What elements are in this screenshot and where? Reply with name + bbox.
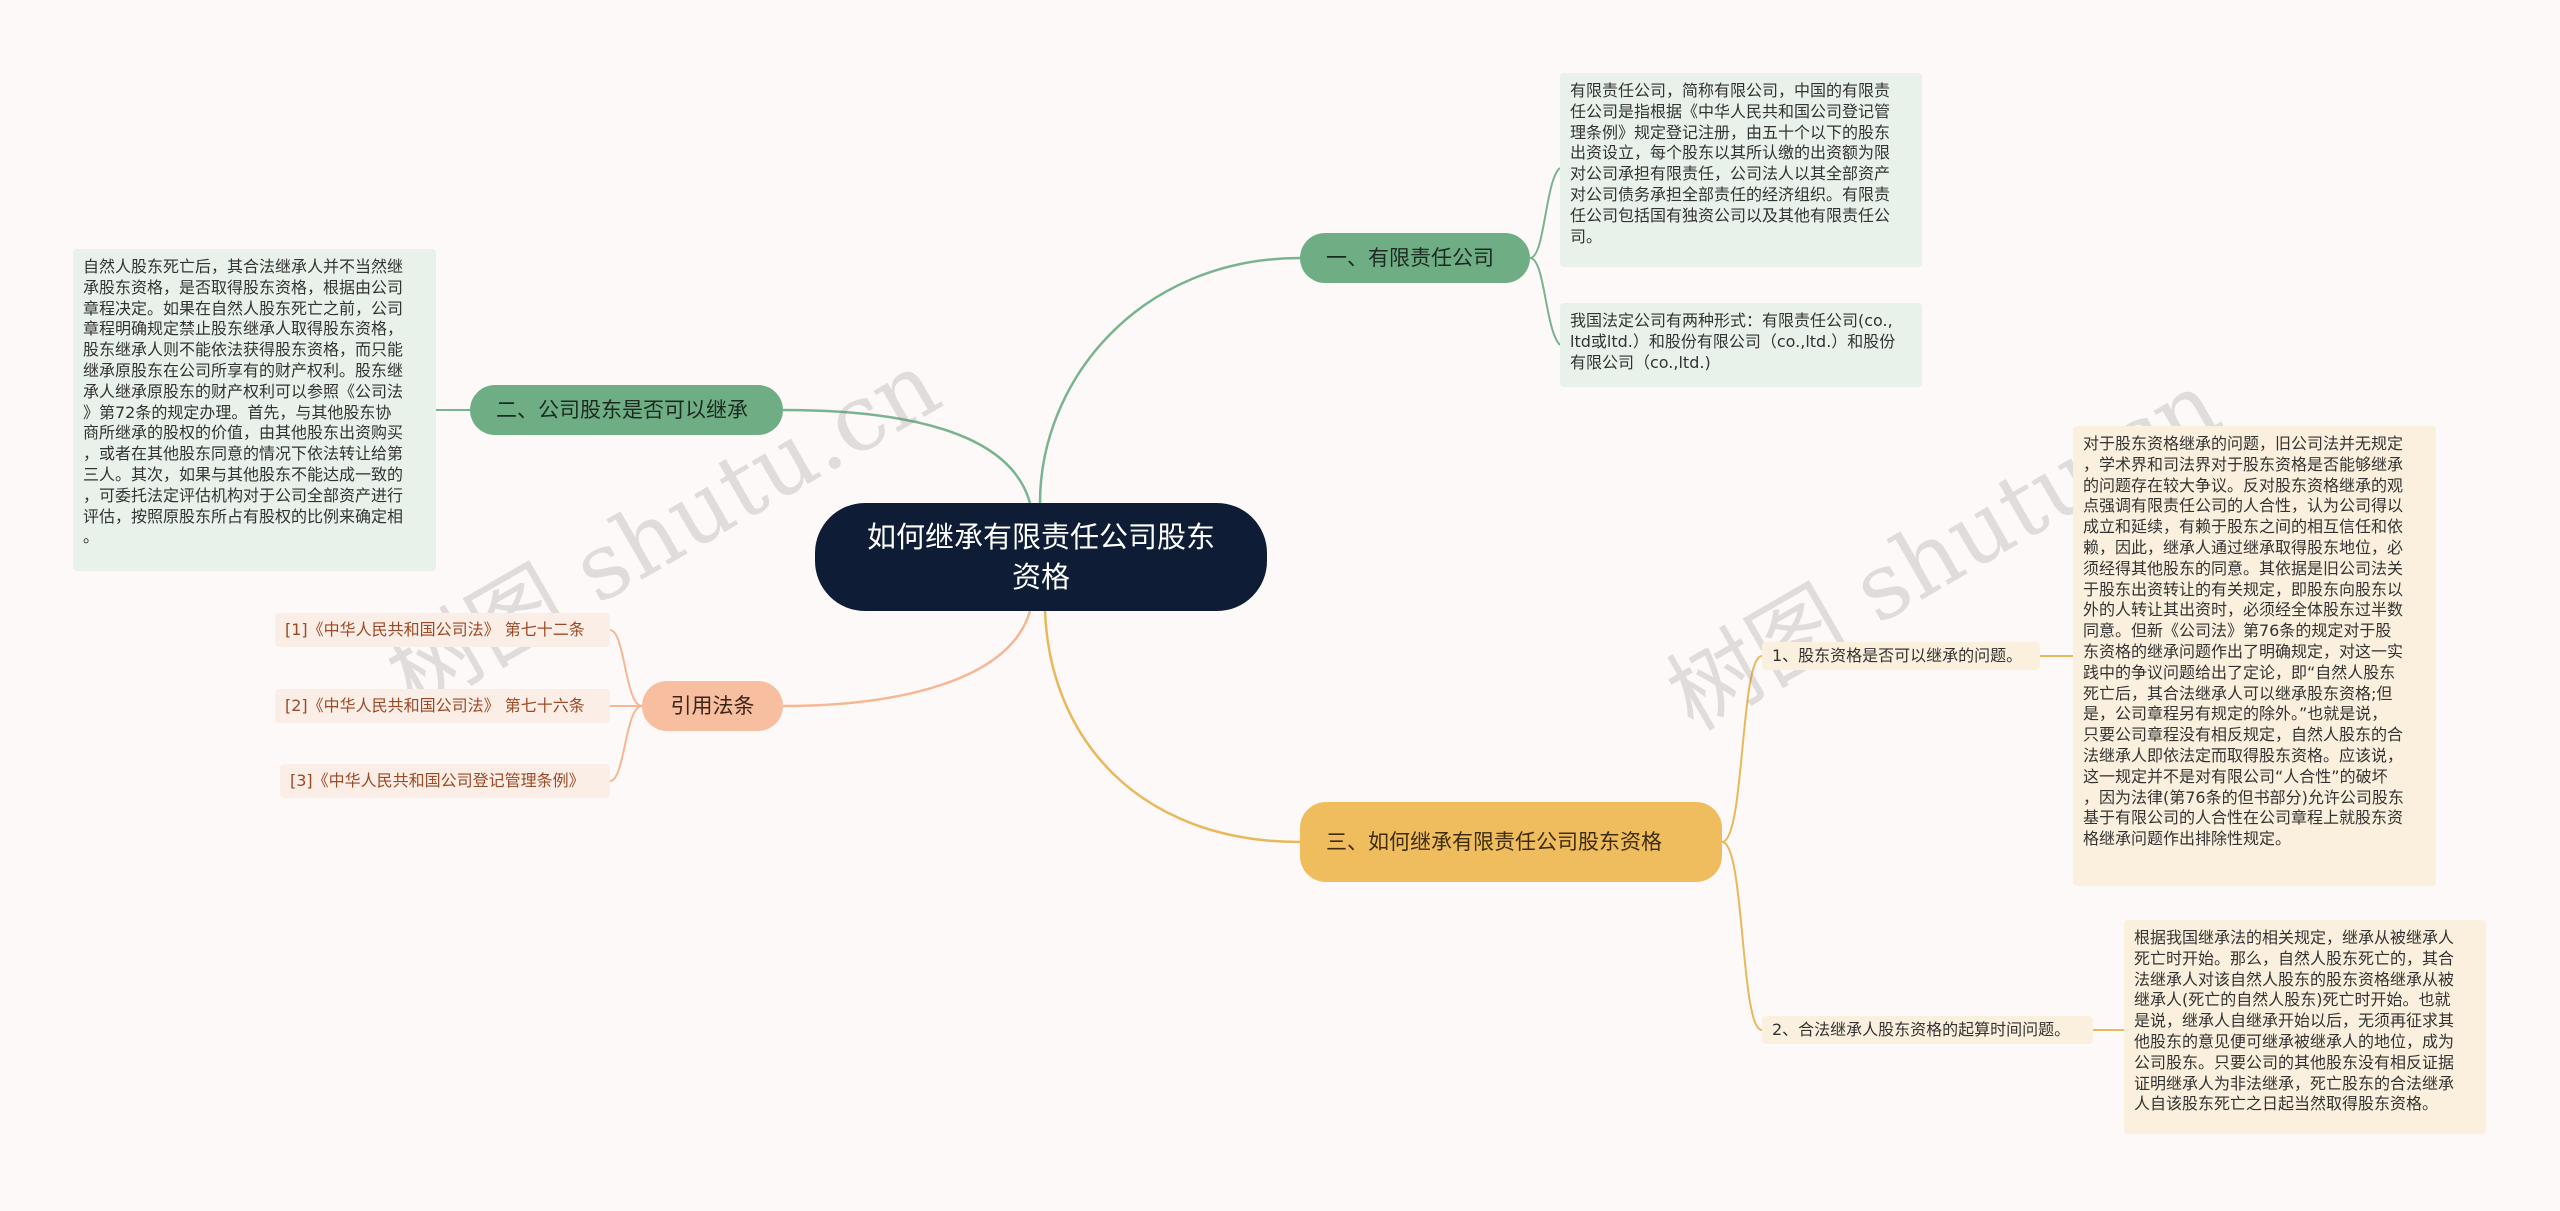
link-root-b2: [782, 408, 1032, 504]
link-root-b1: [1038, 256, 1301, 504]
note-company-forms: 我国法定公司有两种形式：有限责任公司(co., ltd或ltd.）和股份有限公司…: [1560, 303, 1922, 387]
link-b3-ref3: [609, 705, 643, 782]
note-limited-company-definition: 有限责任公司，简称有限公司，中国的有限责 任公司是指根据《中华人民共和国公司登记…: [1560, 73, 1922, 267]
link-root-b4: [1043, 610, 1301, 844]
sub-start-time-question[interactable]: 2、合法继承人股东资格的起算时间问题。: [1762, 1016, 2093, 1044]
branch-cited-laws[interactable]: 引用法条: [642, 681, 783, 731]
ref-registration-regulations[interactable]: [3]《中华人民共和国公司登记管理条例》: [280, 764, 610, 798]
ref-company-law-76[interactable]: [2]《中华人民共和国公司法》 第七十六条: [275, 689, 610, 723]
branch-inheritance-possible[interactable]: 二、公司股东是否可以继承: [470, 385, 783, 435]
root-topic[interactable]: 如何继承有限责任公司股东资格: [815, 503, 1267, 611]
link-b4-sub2: [1721, 841, 1763, 1031]
link-b4-sub1: [1721, 655, 1763, 843]
ref-company-law-72[interactable]: [1]《中华人民共和国公司法》 第七十二条: [275, 613, 610, 647]
link-b1-note1: [1529, 167, 1561, 259]
note-inheritance-possible: 自然人股东死亡后，其合法继承人并不当然继 承股东资格，是否取得股东资格，根据由公…: [73, 249, 436, 571]
note-inheritability-question: 对于股东资格继承的问题，旧公司法并无规定 ，学术界和司法界对于股东资格是否能够继…: [2073, 426, 2436, 886]
link-b1-note2: [1529, 257, 1561, 346]
branch-limited-company[interactable]: 一、有限责任公司: [1300, 233, 1530, 283]
link-b3-ref1: [609, 629, 643, 707]
sub-inheritability-question[interactable]: 1、股东资格是否可以继承的问题。: [1762, 642, 2040, 670]
note-start-time-question: 根据我国继承法的相关规定，继承从被继承人 死亡时开始。那么，自然人股东死亡的，其…: [2124, 920, 2486, 1134]
branch-how-to-inherit[interactable]: 三、如何继承有限责任公司股东资格: [1300, 802, 1722, 882]
link-root-b3: [782, 610, 1032, 708]
